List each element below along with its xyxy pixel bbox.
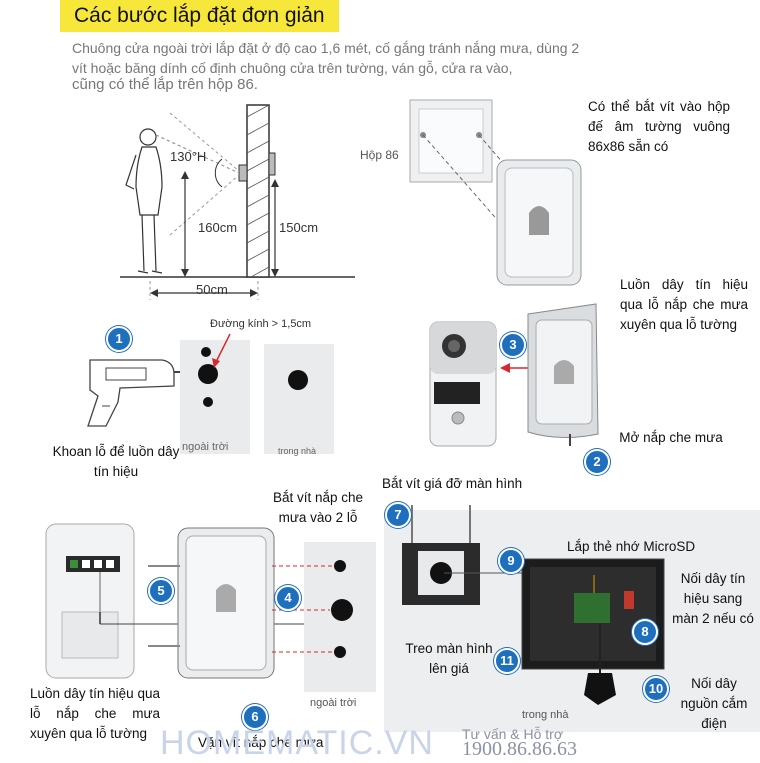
intro-line-3: cũng có thể lắp trên hộp 86. [72, 76, 258, 93]
step-11-text: Treo màn hình lên giá [405, 641, 493, 676]
intro-line-1: Chuông cửa ngoài trời lắp đặt ở độ cao 1… [72, 40, 580, 56]
step-2-badge: 2 [584, 449, 610, 475]
step-9-badge: 9 [498, 548, 524, 574]
box-label: Hộp 86 [360, 148, 399, 162]
doorbell-and-cover [429, 303, 599, 447]
step-4-text: Bắt vít nắp che mưa vào 2 lỗ [272, 490, 364, 525]
step-1-text: Khoan lỗ để luồn dây tín hiệu [52, 444, 180, 479]
step-11-badge: 11 [494, 648, 520, 674]
step-3-badge: 3 [500, 332, 526, 358]
mount-height-label: 150cm [279, 220, 319, 235]
page-title: Các bước lắp đặt đơn giản [60, 0, 339, 32]
step-8-text: Nối dây tín hiệu sang màn 2 nếu có [672, 571, 754, 626]
step-1-badge: 1 [106, 326, 132, 352]
step-10-text: Nối dây nguồn cắm điện [680, 676, 748, 731]
step-9-text: Lắp thẻ nhớ MicroSD [567, 539, 696, 554]
distance-label: 50cm [196, 282, 228, 297]
drill-illustration [87, 359, 188, 427]
step-3-text: Luồn dây tín hiệu qua lỗ nắp che mưa xuy… [620, 277, 748, 332]
indoor-label-2: trong nhà [522, 709, 569, 721]
step-8-badge: 8 [632, 619, 658, 645]
intro-line-2: vít hoặc băng dính cố định chuông cửa tr… [72, 60, 513, 76]
step-5-text: Luồn dây tín hiệu qua lỗ nắp che mưa xuy… [30, 686, 160, 741]
height-diagram [120, 104, 355, 300]
angle-label: 130°H [170, 149, 207, 164]
hotline-label: Tư vấn & Hỗ trợ [462, 726, 564, 742]
brand-watermark: HOMEMATIC.VN [160, 724, 434, 762]
indoor-label-1: trong nhà [278, 446, 317, 456]
step-10-badge: 10 [643, 676, 669, 702]
step-4-badge: 4 [275, 585, 301, 611]
step-5-badge: 5 [148, 578, 174, 604]
box-note: Có thể bắt vít vào hộp đế âm tường vuông… [588, 99, 730, 154]
box-86-illustration [409, 99, 582, 286]
outdoor-label-1: ngoài trời [182, 441, 229, 453]
wall-drilled-panels [180, 333, 334, 454]
step-6-badge: 6 [242, 704, 268, 730]
outdoor-label-2: ngoài trời [310, 697, 357, 709]
step-7-badge: 7 [385, 502, 411, 528]
monitor-mount-illustration [402, 505, 665, 705]
step-7-text: Bắt vít giá đỡ màn hình [382, 476, 523, 491]
cover-mount-illustration [45, 523, 376, 692]
eye-height-label: 160cm [198, 220, 238, 235]
step-6-text: Vặn vít nắp che mưa [198, 735, 324, 750]
hotline-number: 1900.86.86.63 [462, 738, 577, 760]
step-2-text: Mở nắp che mưa [619, 430, 723, 445]
step-1-note: Đường kính > 1,5cm [210, 318, 312, 330]
